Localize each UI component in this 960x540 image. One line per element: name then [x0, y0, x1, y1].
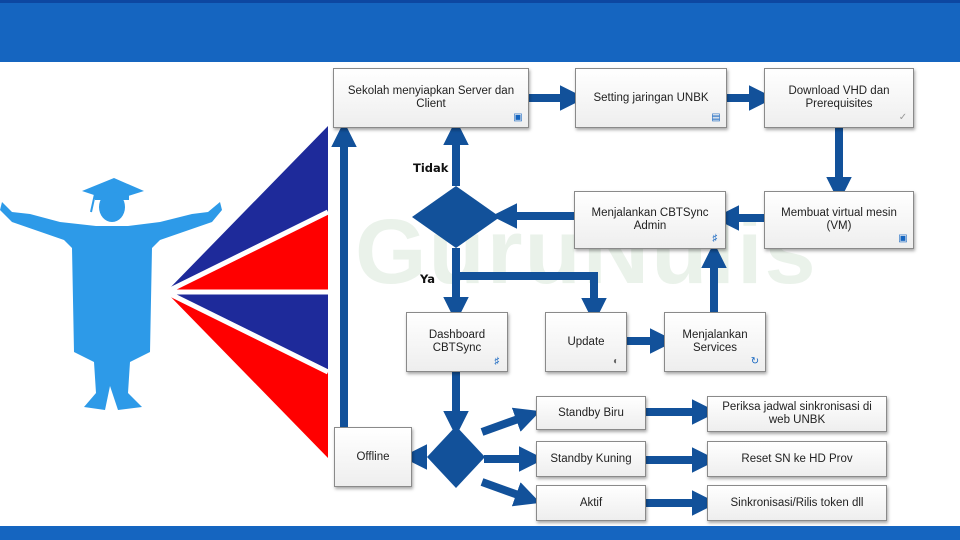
node-label: Dashboard CBTSync — [428, 329, 486, 354]
node-sinkronisasi: Sinkronisasi/Rilis token dll — [707, 485, 887, 521]
arrow-decision-to-update — [456, 272, 607, 324]
node-label: Update — [567, 335, 605, 348]
monitor-icon: ▣ — [898, 233, 908, 244]
node-label: Menjalankan CBTSync Admin — [591, 207, 709, 232]
footer-bar — [0, 526, 960, 540]
node-label: Menjalankan Services — [682, 329, 748, 354]
node-label: Sinkronisasi/Rilis token dll — [730, 496, 864, 509]
node-aktif: Aktif — [536, 485, 646, 521]
node-label: Sekolah menyiapkan Server dan Client — [347, 85, 515, 110]
node-reset: Reset SN ke HD Prov — [707, 441, 887, 477]
node-label: Offline — [356, 450, 390, 463]
node-label: Periksa jadwal sinkronisasi di web UNBK — [722, 401, 872, 426]
node-update: Update ◐ — [545, 312, 627, 372]
label-tidak: Tidak — [413, 161, 449, 175]
node-label: Standby Kuning — [550, 452, 632, 465]
header-bar — [0, 0, 960, 62]
checkmark-icon: ✓ — [898, 112, 908, 123]
figure-head — [99, 192, 125, 222]
node-dashboard: Dashboard CBTSync ♯ — [406, 312, 508, 372]
node-setting: Setting jaringan UNBK ▤ — [575, 68, 727, 128]
status-diamond — [427, 426, 485, 488]
node-periksa: Periksa jadwal sinkronisasi di web UNBK — [707, 396, 887, 432]
node-sekolah: Sekolah menyiapkan Server dan Client ▣ — [333, 68, 529, 128]
figure-gown — [0, 202, 222, 410]
users-icon: ♯ — [712, 233, 718, 244]
node-standby-biru: Standby Biru — [536, 396, 646, 430]
node-label: Download VHD dan Prerequisites — [788, 85, 890, 110]
header-bar-edge — [0, 0, 960, 3]
wedge-red-bottom — [166, 292, 328, 458]
wedge-divider — [164, 289, 330, 375]
wedge-blue-top — [166, 126, 328, 292]
wedge-divider — [164, 209, 330, 295]
arrow-status-to-biru — [480, 407, 541, 436]
node-label: Standby Biru — [558, 406, 624, 419]
node-label: Setting jaringan UNBK — [593, 91, 709, 104]
monitor-icon: ▣ — [513, 112, 523, 123]
users-icon: ♯ — [494, 356, 500, 367]
node-label: Reset SN ke HD Prov — [741, 452, 853, 465]
node-download: Download VHD dan Prerequisites ✓ — [764, 68, 914, 128]
graduate-figure-icon — [0, 178, 222, 410]
globe-icon: ◐ — [612, 356, 620, 367]
node-label: Membuat virtual mesin (VM) — [781, 207, 897, 232]
node-services: Menjalankan Services ↻ — [664, 312, 766, 372]
node-offline: Offline — [334, 427, 412, 487]
node-cbtsync-admin: Menjalankan CBTSync Admin ♯ — [574, 191, 726, 249]
fan-wedges — [164, 126, 330, 458]
cap-tassel — [90, 193, 96, 213]
label-ya: Ya — [420, 272, 436, 286]
refresh-icon: ↻ — [750, 356, 760, 367]
switch-icon: ▤ — [711, 112, 721, 123]
decision-diamond — [412, 186, 500, 248]
node-standby-kuning: Standby Kuning — [536, 441, 646, 477]
arrow-status-to-aktif — [480, 478, 541, 507]
node-label: Aktif — [579, 496, 603, 509]
node-vm: Membuat virtual mesin (VM) ▣ — [764, 191, 914, 249]
